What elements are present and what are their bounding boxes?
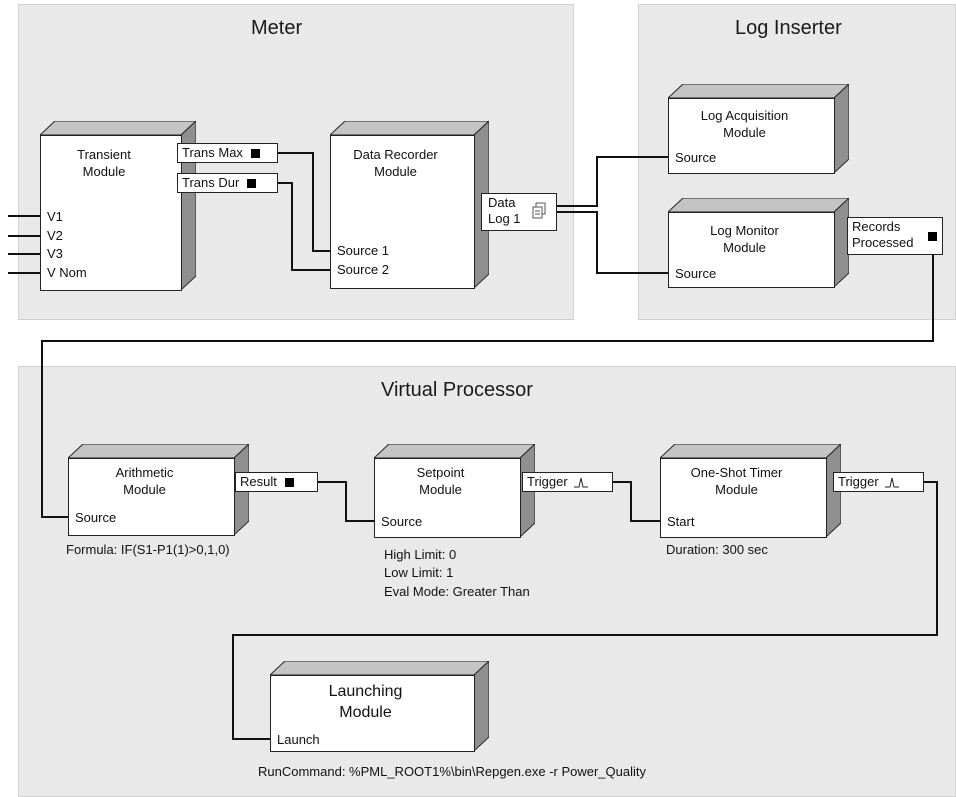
input-source-1: Source 1: [337, 243, 390, 258]
log-monitor-title-1: Log Monitor: [710, 223, 779, 238]
log-inserter-panel-title: Log Inserter: [735, 17, 842, 39]
one-shot-trigger-label: Trigger: [838, 474, 879, 489]
launching-module: Launching Module Launch: [270, 661, 489, 752]
data-log-label-2: Log 1: [488, 211, 521, 226]
records-processed-output: Records Processed: [847, 217, 943, 255]
log-monitor-title-2: Module: [723, 240, 766, 255]
transient-module-title-2: Module: [82, 164, 126, 179]
input-v3: V3: [47, 246, 63, 261]
transient-module-top: [40, 121, 196, 136]
setpoint-high-limit: High Limit: 0: [384, 547, 457, 562]
one-shot-timer-title-1: One-Shot Timer: [690, 465, 783, 480]
setpoint-module: Setpoint Module Source: [374, 444, 535, 538]
result-output: Result: [235, 472, 318, 492]
data-recorder-module-title-2: Module: [374, 164, 417, 179]
data-recorder-module-title-1: Data Recorder: [353, 147, 438, 162]
setpoint-title-2: Module: [419, 482, 462, 497]
numeric-output-icon: [247, 179, 257, 188]
numeric-output-icon: [928, 232, 937, 241]
log-acquisition-title-1: Log Acquisition: [700, 108, 789, 123]
log-acquisition-module-top: [668, 84, 849, 99]
data-recorder-module: Data Recorder Module Source 1 Source 2: [330, 121, 489, 289]
setpoint-source: Source: [381, 514, 423, 529]
launching-module-top: [270, 661, 489, 676]
log-monitor-module-top: [668, 198, 849, 213]
records-processed-label-1: Records: [852, 219, 901, 234]
data-log-1-output: Data Log 1: [481, 193, 557, 231]
log-document-icon: [532, 202, 546, 219]
log-acquisition-source: Source: [675, 150, 717, 165]
setpoint-module-top: [374, 444, 535, 459]
data-log-label-1: Data: [488, 195, 516, 210]
arithmetic-source: Source: [75, 510, 117, 525]
transient-module-side: [181, 121, 196, 291]
setpoint-trigger-output: Trigger: [522, 472, 613, 492]
trans-max-label: Trans Max: [182, 145, 243, 160]
arithmetic-formula: Formula: IF(S1-P1(1)>0,1,0): [66, 542, 230, 557]
one-shot-timer-title-2: Module: [715, 482, 758, 497]
input-v1: V1: [47, 209, 63, 224]
transient-module-title-1: Transient: [77, 147, 131, 162]
virtual-processor-panel-title: Virtual Processor: [381, 379, 533, 401]
transient-module-face: Transient Module V1 V2 V3 V Nom: [40, 135, 182, 291]
setpoint-title-1: Setpoint: [416, 465, 465, 480]
launching-module-side: [474, 661, 489, 752]
setpoint-module-face: Setpoint Module Source: [374, 458, 521, 538]
input-v2: V2: [47, 228, 63, 243]
meter-panel-title: Meter: [251, 17, 303, 39]
log-acquisition-title-2: Module: [723, 125, 766, 140]
log-acquisition-module: Log Acquisition Module Source: [668, 84, 849, 174]
one-shot-timer-start: Start: [667, 514, 695, 529]
input-v-nom: V Nom: [47, 265, 87, 280]
trans-max-output: Trans Max: [177, 143, 278, 163]
arithmetic-module: Arithmetic Module Source: [68, 444, 249, 536]
pulse-output-icon: [573, 477, 588, 488]
transient-module: Transient Module V1 V2 V3 V Nom: [40, 121, 196, 291]
one-shot-timer-module: One-Shot Timer Module Start: [660, 444, 841, 538]
launching-run-command: RunCommand: %PML_ROOT1%\bin\Repgen.exe -…: [258, 764, 647, 779]
numeric-output-icon: [284, 478, 294, 487]
setpoint-trigger-label: Trigger: [527, 474, 568, 489]
setpoint-eval-mode: Eval Mode: Greater Than: [384, 584, 530, 599]
setpoint-low-limit: Low Limit: 1: [384, 565, 454, 580]
arithmetic-module-face: Arithmetic Module Source: [68, 458, 235, 536]
arithmetic-title-2: Module: [123, 482, 166, 497]
arithmetic-module-top: [68, 444, 249, 459]
input-source-2: Source 2: [337, 262, 390, 277]
result-label: Result: [240, 474, 277, 489]
one-shot-duration: Duration: 300 sec: [666, 542, 768, 557]
data-recorder-module-face: Data Recorder Module Source 1 Source 2: [330, 135, 475, 289]
records-processed-label-2: Processed: [852, 235, 914, 250]
log-monitor-module-face: Log Monitor Module Source: [668, 212, 835, 288]
launching-title-2: Module: [339, 704, 392, 721]
one-shot-trigger-output: Trigger: [833, 472, 924, 492]
one-shot-timer-module-top: [660, 444, 841, 459]
log-acquisition-module-side: [834, 84, 849, 174]
log-acquisition-module-face: Log Acquisition Module Source: [668, 98, 835, 174]
launching-title-1: Launching: [328, 683, 403, 700]
trans-dur-label: Trans Dur: [182, 175, 240, 190]
log-monitor-module: Log Monitor Module Source: [668, 198, 849, 288]
pulse-output-icon: [884, 477, 899, 488]
one-shot-timer-module-face: One-Shot Timer Module Start: [660, 458, 827, 538]
log-monitor-source: Source: [675, 266, 717, 281]
launching-launch: Launch: [277, 732, 320, 747]
numeric-output-icon: [250, 149, 260, 158]
data-recorder-module-top: [330, 121, 489, 136]
launching-module-face: Launching Module Launch: [270, 675, 475, 752]
log-monitor-module-side: [834, 198, 849, 288]
trans-dur-output: Trans Dur: [177, 173, 278, 193]
arithmetic-title-1: Arithmetic: [115, 465, 174, 480]
